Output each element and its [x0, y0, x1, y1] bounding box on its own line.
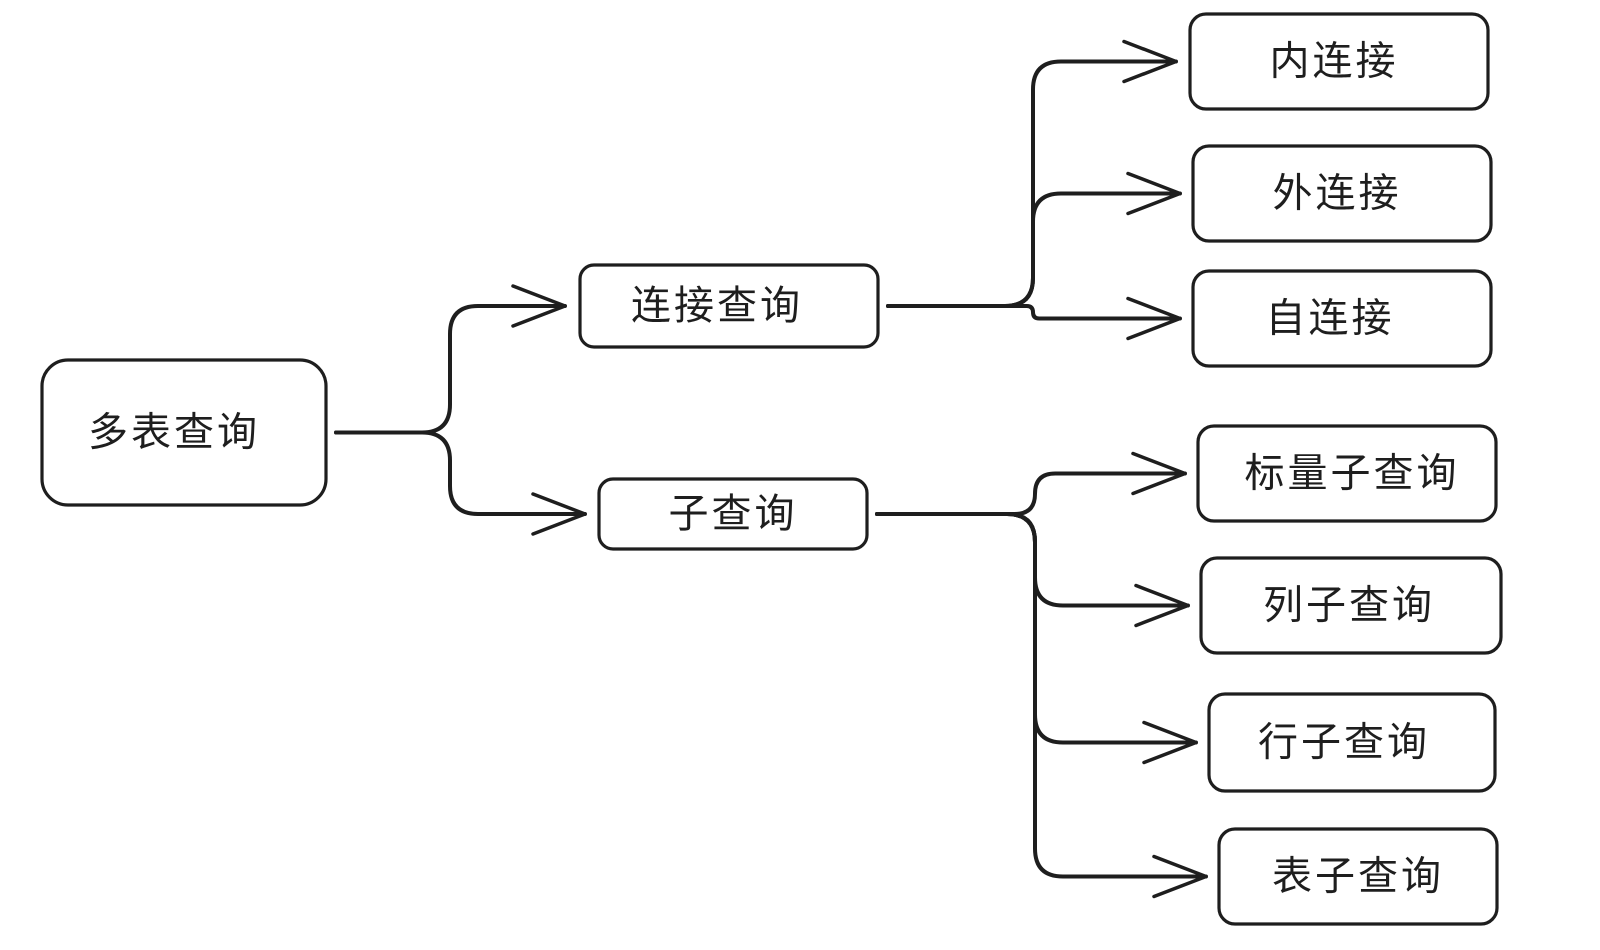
node-label: 表子查询 — [1272, 854, 1444, 900]
node-label: 内连接 — [1270, 39, 1399, 85]
node-box — [1199, 556, 1503, 655]
node-box — [597, 477, 869, 551]
node-label: 外连接 — [1273, 171, 1402, 217]
arrowhead-icon — [1142, 720, 1198, 765]
node-inner-join[interactable]: 内连接 — [1188, 12, 1490, 111]
node-box — [1191, 144, 1493, 243]
arrowhead-icon — [1131, 451, 1187, 496]
node-box — [578, 263, 880, 349]
node-box — [1207, 692, 1497, 793]
node-label: 标量子查询 — [1245, 451, 1460, 497]
arrowhead-icon — [1126, 171, 1182, 216]
node-join[interactable]: 连接查询 — [578, 263, 880, 349]
node-scalar-subquery[interactable]: 标量子查询 — [1196, 424, 1498, 523]
edge-line — [334, 304, 567, 435]
node-self-join[interactable]: 自连接 — [1191, 269, 1493, 368]
node-box — [1217, 827, 1499, 926]
node-row-subquery[interactable]: 行子查询 — [1207, 692, 1497, 793]
node-subquery[interactable]: 子查询 — [597, 477, 869, 551]
node-root[interactable]: 多表查询 — [40, 358, 328, 507]
node-label: 连接查询 — [631, 283, 803, 329]
node-label: 自连接 — [1266, 296, 1395, 342]
node-outer-join[interactable]: 外连接 — [1191, 144, 1493, 243]
edge-subquery-to-scalar-subquery — [875, 451, 1187, 516]
node-box — [40, 358, 328, 507]
arrowhead-icon — [531, 492, 587, 536]
node-label: 行子查询 — [1258, 720, 1430, 766]
edge-line — [875, 512, 1208, 879]
edge-line — [875, 471, 1187, 516]
node-box — [1188, 12, 1490, 111]
arrowhead-icon — [511, 284, 567, 328]
edges-layer — [334, 39, 1208, 899]
node-table-subquery[interactable]: 表子查询 — [1217, 827, 1499, 926]
arrowhead-icon — [1134, 583, 1190, 628]
node-label: 子查询 — [669, 491, 798, 537]
edge-root-to-subquery — [334, 430, 587, 536]
edge-line — [334, 430, 587, 516]
edge-root-to-join — [334, 284, 567, 435]
arrowhead-icon — [1122, 39, 1178, 84]
arrowhead-icon — [1152, 854, 1208, 899]
node-label: 多表查询 — [88, 410, 260, 456]
node-box — [1191, 269, 1493, 368]
arrowhead-icon — [1126, 296, 1182, 341]
node-label: 列子查询 — [1263, 583, 1435, 629]
node-column-subquery[interactable]: 列子查询 — [1199, 556, 1503, 655]
edge-join-to-self-join — [886, 296, 1182, 341]
node-box — [1196, 424, 1498, 523]
edge-line — [886, 304, 1182, 321]
edge-subquery-to-table-subquery — [875, 512, 1208, 899]
